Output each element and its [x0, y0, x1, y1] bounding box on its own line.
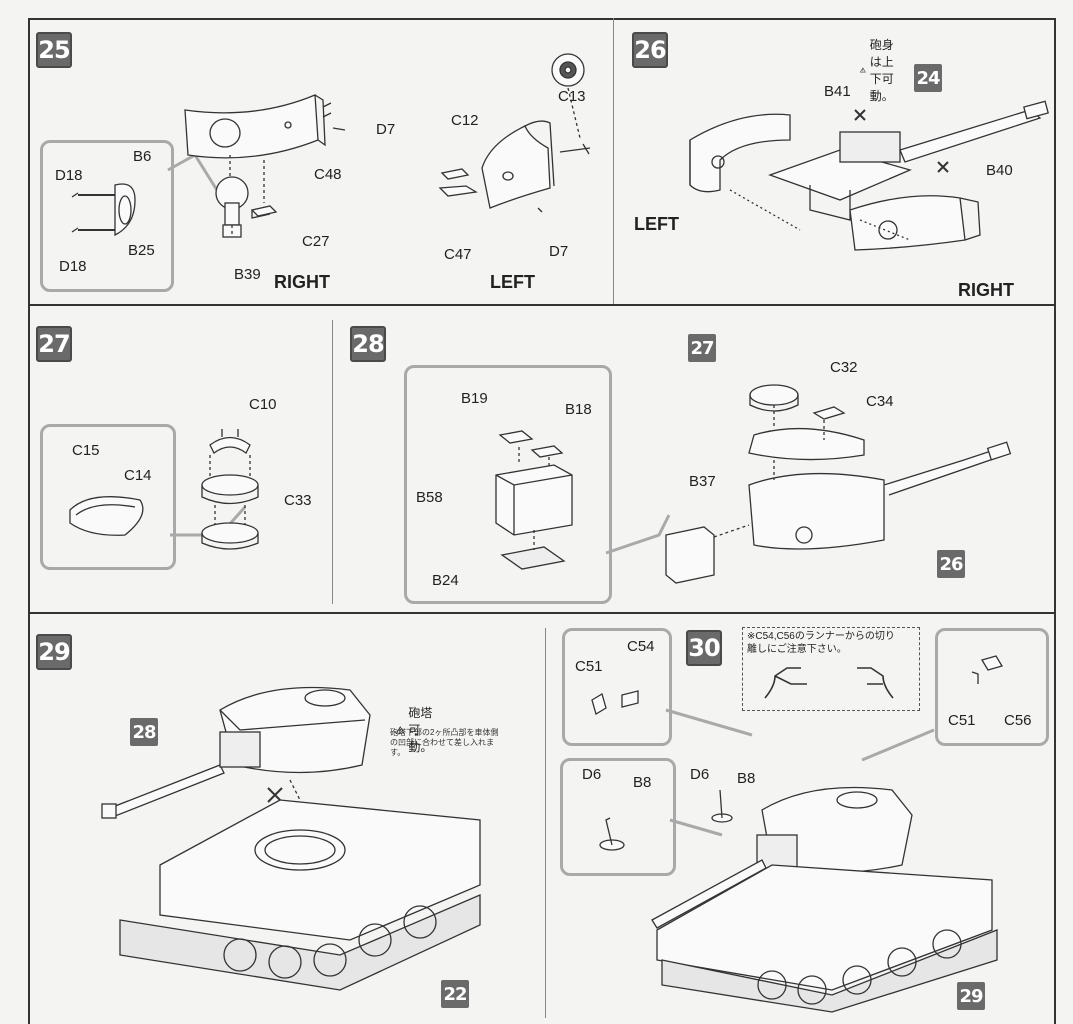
label-left: LEFT — [634, 214, 679, 234]
label-B40: B40 — [986, 162, 1013, 179]
top-rule — [28, 18, 1056, 20]
step-number: 26 — [632, 32, 668, 68]
label-B24: B24 — [432, 572, 459, 589]
label-C15: C15 — [72, 442, 100, 459]
warning-icon — [860, 67, 866, 73]
caution-text: ※C54,C56のランナーからの切り離しにご注意下さい。 — [747, 631, 895, 655]
inset-C51-C54 — [562, 628, 672, 746]
label-C48: C48 — [314, 166, 342, 183]
label-D7-left: D7 — [549, 243, 569, 260]
label-C51-left: C51 — [575, 658, 603, 675]
col-divider-r1 — [613, 18, 614, 304]
label-B8: B8 — [737, 770, 756, 787]
turret-final-drawing — [495, 384, 1012, 584]
label-C14: C14 — [124, 467, 152, 484]
cupola-drawing — [69, 429, 259, 550]
inset-D6-B8 — [560, 758, 676, 876]
turret-assembly-drawing — [689, 100, 1049, 251]
ref-step-26: 26 — [937, 550, 965, 578]
ref-step-22: 22 — [441, 980, 469, 1008]
label-D6-inset: D6 — [582, 766, 602, 783]
inset-C51-C56 — [935, 628, 1049, 746]
label-C12: C12 — [451, 112, 479, 129]
row2-divider — [28, 612, 1056, 614]
label-C13: C13 — [558, 88, 586, 105]
label-B18: B18 — [565, 401, 592, 418]
label-B8-inset: B8 — [633, 774, 652, 791]
label-C34: C34 — [866, 393, 894, 410]
label-B41: B41 — [824, 83, 851, 100]
ref-step-29: 29 — [957, 982, 985, 1010]
label-left: LEFT — [490, 272, 535, 292]
detail-inset — [404, 365, 612, 604]
mantlet-left-drawing — [438, 53, 591, 213]
left-rule — [28, 18, 30, 1024]
warning-text: 砲塔可動。 — [408, 706, 433, 754]
label-C32: C32 — [830, 359, 858, 376]
warning-text: 砲身は上下可動。 — [869, 38, 894, 103]
label-right: RIGHT — [274, 272, 330, 292]
label-C10: C10 — [249, 396, 277, 413]
step-number: 27 — [36, 326, 72, 362]
label-C27: C27 — [302, 233, 330, 250]
label-D18-top: D18 — [55, 167, 83, 184]
barrel-warning: 砲身は上下可動。 — [860, 36, 904, 104]
label-D18-bottom: D18 — [59, 258, 87, 275]
tank-turret-install-drawing — [101, 686, 481, 991]
step-number: 28 — [350, 326, 386, 362]
label-B25: B25 — [128, 242, 155, 259]
label-C54: C54 — [627, 638, 655, 655]
ref-step-28: 28 — [130, 718, 158, 746]
mantlet-right-drawing — [71, 94, 346, 238]
label-B6: B6 — [133, 148, 152, 165]
step-number: 25 — [36, 32, 72, 68]
label-D7: D7 — [376, 121, 396, 138]
label-B37: B37 — [689, 473, 716, 490]
label-right: RIGHT — [958, 280, 1014, 300]
col-divider-r2 — [332, 320, 333, 604]
warning-icon — [396, 725, 405, 734]
ref-step-27: 27 — [688, 334, 716, 362]
label-C56: C56 — [1004, 712, 1032, 729]
caution-box: ※C54,C56のランナーからの切り離しにご注意下さい。 — [742, 627, 920, 711]
col-divider-r3 — [545, 628, 546, 1018]
ref-step-24: 24 — [914, 64, 942, 92]
turret-warning: 砲塔可動。 — [396, 704, 440, 755]
label-C47: C47 — [444, 246, 472, 263]
detail-inset — [40, 140, 174, 292]
step-number: 30 — [686, 630, 722, 666]
label-B19: B19 — [461, 390, 488, 407]
row1-divider — [28, 304, 1056, 306]
right-rule — [1054, 18, 1056, 1024]
label-D6: D6 — [690, 766, 710, 783]
label-C33: C33 — [284, 492, 312, 509]
fitting-note: 砲塔下部の2ヶ所凸部を車体側の凹部に合わせて差し入れます。 — [390, 728, 499, 757]
step-number: 29 — [36, 634, 72, 670]
label-B39: B39 — [234, 266, 261, 283]
runner-gate-icon — [764, 667, 894, 699]
label-B58: B58 — [416, 489, 443, 506]
detail-inset — [40, 424, 176, 570]
label-C51-right: C51 — [948, 712, 976, 729]
tank-final-drawing — [591, 655, 1003, 1013]
